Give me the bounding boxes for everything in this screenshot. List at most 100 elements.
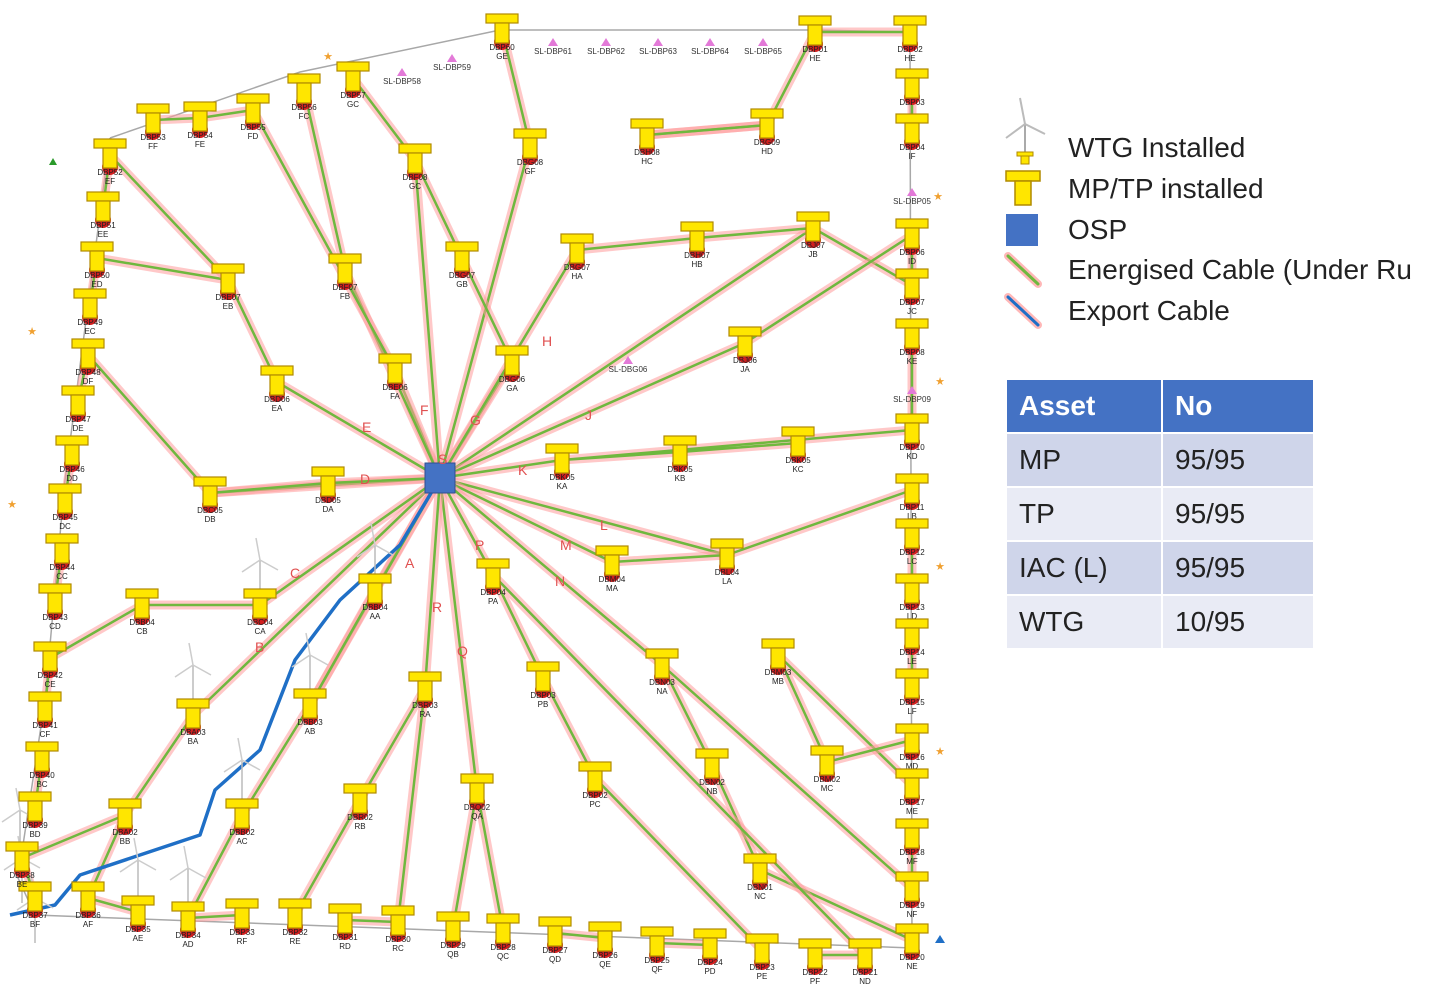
svg-text:NF: NF: [907, 910, 918, 919]
svg-text:DBP11: DBP11: [900, 503, 925, 512]
string-letter: G: [470, 412, 481, 428]
svg-text:DBG08: DBG08: [517, 158, 544, 167]
svg-text:DBG06: DBG06: [499, 375, 526, 384]
svg-text:DBP01: DBP01: [802, 45, 828, 54]
svg-text:DBP52: DBP52: [97, 168, 123, 177]
svg-text:DBP34: DBP34: [175, 931, 201, 940]
sl-marker-icon: [623, 356, 633, 364]
svg-text:DBP04: DBP04: [899, 143, 925, 152]
svg-text:KE: KE: [907, 357, 918, 366]
osp-square: [424, 462, 456, 494]
string-letter: M: [560, 537, 572, 553]
energised-cable: [293, 798, 362, 917]
svg-text:BD: BD: [29, 830, 40, 839]
svg-text:GA: GA: [506, 384, 518, 393]
table-header-no: No: [1163, 380, 1313, 432]
svg-text:DBP19: DBP19: [899, 901, 925, 910]
energised-cable: [438, 341, 747, 480]
string-letter: P: [475, 537, 484, 553]
svg-text:DBH08: DBH08: [634, 148, 660, 157]
svg-text:AE: AE: [133, 934, 144, 943]
svg-text:MD: MD: [906, 762, 919, 771]
svg-text:PF: PF: [810, 977, 820, 986]
energised-cable: [258, 476, 442, 607]
energised-cable: [451, 788, 479, 930]
sl-label: SL-DBP58: [383, 77, 421, 86]
sl-marker-icon: [705, 38, 715, 46]
table-header-asset: Asset: [1007, 380, 1161, 432]
svg-text:DBP04: DBP04: [480, 588, 506, 597]
energised-cable-glow: [607, 485, 917, 567]
svg-text:QD: QD: [549, 955, 561, 964]
star-marker-icon: ★: [323, 50, 333, 63]
energised-cable: [491, 573, 867, 957]
svg-text:JA: JA: [740, 365, 750, 374]
wind-turbine-icon: [1005, 97, 1046, 165]
energised-cable: [198, 108, 255, 120]
table-header-row: Asset No: [1007, 380, 1313, 432]
svg-text:DBP14: DBP14: [899, 648, 925, 657]
svg-text:LD: LD: [907, 612, 917, 621]
wind-turbine-icon: [356, 522, 394, 590]
sl-label: SL-DBP64: [691, 47, 729, 56]
energised-cable: [660, 663, 914, 890]
svg-text:FC: FC: [299, 112, 310, 121]
svg-text:DBP47: DBP47: [65, 415, 91, 424]
svg-text:EC: EC: [84, 327, 95, 336]
svg-text:AF: AF: [83, 920, 93, 929]
svg-text:DE: DE: [72, 424, 83, 433]
star-marker-icon: ★: [935, 560, 945, 573]
svg-text:GC: GC: [409, 182, 421, 191]
svg-text:BA: BA: [188, 737, 199, 746]
svg-text:DBP56: DBP56: [291, 103, 317, 112]
osp-square-icon: [1006, 214, 1038, 246]
svg-text:DBP20: DBP20: [899, 953, 925, 962]
svg-text:DBG09: DBG09: [754, 138, 781, 147]
svg-text:HE: HE: [809, 54, 820, 63]
svg-text:EA: EA: [272, 404, 283, 413]
svg-text:LB: LB: [907, 512, 917, 521]
svg-text:CF: CF: [40, 730, 51, 739]
svg-text:DBN01: DBN01: [747, 883, 773, 892]
svg-text:DBG07: DBG07: [564, 263, 591, 272]
svg-text:ND: ND: [859, 977, 871, 986]
svg-text:DBP25: DBP25: [644, 956, 670, 965]
svg-text:JC: JC: [907, 307, 917, 316]
sl-label: SL-DBP65: [744, 47, 782, 56]
svg-text:LC: LC: [907, 557, 917, 566]
energised-cable: [20, 813, 127, 860]
svg-text:DBP51: DBP51: [90, 221, 116, 230]
svg-text:RB: RB: [354, 822, 365, 831]
wind-turbine-icon: [174, 642, 212, 710]
energised-cable-glow: [83, 350, 333, 498]
svg-text:MF: MF: [906, 857, 918, 866]
svg-text:DBP06: DBP06: [899, 248, 925, 257]
svg-text:DBP29: DBP29: [440, 941, 466, 950]
svg-text:LE: LE: [907, 657, 917, 666]
svg-text:DBD05: DBD05: [315, 496, 341, 505]
svg-text:DBP42: DBP42: [37, 671, 63, 680]
energised-cable: [326, 476, 442, 485]
svg-text:DBP18: DBP18: [899, 848, 925, 857]
svg-text:DBP15: DBP15: [899, 698, 925, 707]
